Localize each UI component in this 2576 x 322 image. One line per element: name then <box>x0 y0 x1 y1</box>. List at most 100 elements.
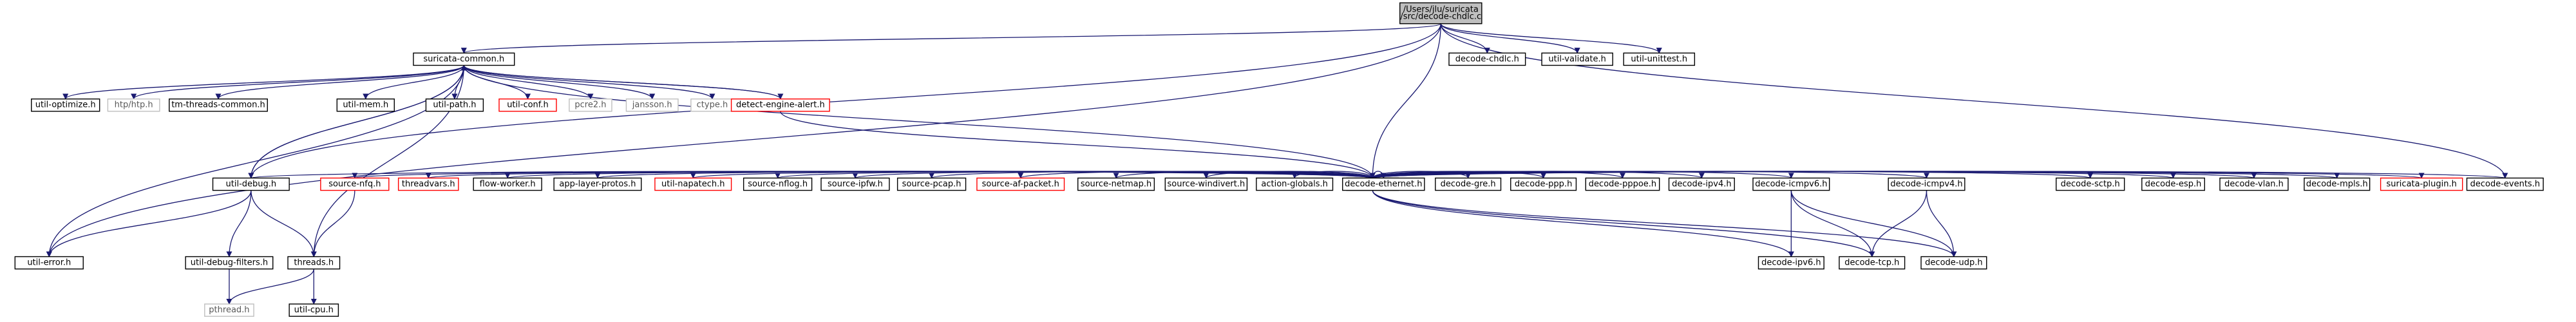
node-label: util-debug-filters.h <box>191 258 268 268</box>
edge-source-nflog-q-to-threads <box>310 190 355 258</box>
node-source-pcap[interactable]: source-pcap.h <box>896 177 967 191</box>
node-source-windivert[interactable]: source-windivert.h <box>1164 177 1248 191</box>
node-label: decode-vlan.h <box>2224 180 2284 189</box>
node-tm-threads-common[interactable]: tm-threads-common.h <box>169 98 268 112</box>
node-label: tm-threads-common.h <box>171 100 265 110</box>
node-box <box>1757 256 1824 270</box>
node-box <box>169 98 268 112</box>
node-decode-esp[interactable]: decode-esp.h <box>2141 177 2206 191</box>
node-decode-tcp[interactable]: decode-tcp.h <box>1839 256 1906 270</box>
node-decode-chdlc-h[interactable]: decode-chdlc.h <box>1448 52 1526 66</box>
node-source-af-packet[interactable]: source-af-packet.h <box>976 177 1065 191</box>
node-source-nflog-q[interactable]: source-nfq.h <box>320 177 390 191</box>
node-label: util-path.h <box>433 100 476 110</box>
node-root[interactable]: /Users/jlu/suricata/src/decode-chdlc.c <box>1399 2 1482 24</box>
node-label: suricata-plugin.h <box>2386 180 2456 189</box>
node-decode-events[interactable]: decode-events.h <box>2466 177 2544 191</box>
node-box <box>730 98 830 112</box>
node-source-nflog[interactable]: source-nflog.h <box>743 177 813 191</box>
node-util-conf[interactable]: util-conf.h <box>498 98 557 112</box>
node-box <box>1668 177 1735 191</box>
node-box <box>1752 177 1830 191</box>
node-util-debug-filters[interactable]: util-debug-filters.h <box>185 256 274 270</box>
node-util-validate[interactable]: util-validate.h <box>1541 52 1613 66</box>
node-label: decode-sctp.h <box>2061 180 2120 189</box>
node-htp: htp/htp.h <box>107 98 160 112</box>
node-box <box>2141 177 2206 191</box>
node-util-debug[interactable]: util-debug.h <box>212 177 290 191</box>
node-label: jansson.h <box>632 100 672 110</box>
node-box <box>14 256 84 270</box>
node-suricata-common[interactable]: suricata-common.h <box>413 52 515 66</box>
node-box <box>896 177 967 191</box>
node-box <box>2380 177 2463 191</box>
edge-detect-engine-alert-to-decode-h <box>780 111 1376 179</box>
node-box <box>287 256 341 270</box>
node-box <box>1510 177 1577 191</box>
node-decode-mpls[interactable]: decode-mpls.h <box>2304 177 2371 191</box>
node-label: ctype.h <box>697 100 728 110</box>
node-flow-worker[interactable]: flow-worker.h <box>473 177 542 191</box>
node-suricata-plugin[interactable]: suricata-plugin.h <box>2380 177 2463 191</box>
node-box <box>2466 177 2544 191</box>
edge-decode-h-to-decode-tcp <box>1372 190 1875 258</box>
node-util-path[interactable]: util-path.h <box>425 98 484 112</box>
node-jansson: jansson.h <box>625 98 679 112</box>
node-box <box>1623 52 1696 66</box>
edge-root-to-util-validate <box>1440 23 1580 54</box>
node-decode-udp[interactable]: decode-udp.h <box>1920 256 1987 270</box>
node-box <box>320 177 390 191</box>
node-threadvars[interactable]: threadvars.h <box>397 177 459 191</box>
edge-util-debug-to-suricata-common <box>251 64 467 178</box>
node-decode-ipv6[interactable]: decode-ipv6.h <box>1757 256 1824 270</box>
node-box <box>185 256 274 270</box>
node-box <box>425 98 484 112</box>
edge-detect-engine-alert-to-suricata-common <box>460 64 781 100</box>
edge-suricata-common-to-htp <box>131 64 464 100</box>
node-label: source-nfq.h <box>328 180 381 189</box>
node-box <box>976 177 1065 191</box>
node-label: util-error.h <box>27 258 71 268</box>
node-decode-ethernet[interactable]: decode-ethernet.h <box>1342 177 1425 191</box>
node-source-netmap[interactable]: source-netmap.h <box>1077 177 1155 191</box>
node-decode-gre[interactable]: decode-gre.h <box>1435 177 1502 191</box>
node-util-cpu[interactable]: util-cpu.h <box>289 303 339 317</box>
node-label: source-ipfw.h <box>828 180 883 189</box>
node-label: pcre2.h <box>574 100 606 110</box>
node-label: decode-events.h <box>2470 180 2540 189</box>
node-util-error[interactable]: util-error.h <box>14 256 84 270</box>
node-threads[interactable]: threads.h <box>287 256 341 270</box>
node-decode-sctp[interactable]: decode-sctp.h <box>2056 177 2125 191</box>
node-decode-ipv4[interactable]: decode-ipv4.h <box>1668 177 1735 191</box>
node-app-layer-protos[interactable]: app-layer-protos.h <box>553 177 642 191</box>
node-decode-icmpv4[interactable]: decode-icmpv4.h <box>1888 177 1965 191</box>
node-util-unittest[interactable]: util-unittest.h <box>1623 52 1696 66</box>
node-source-ipfw[interactable]: source-ipfw.h <box>820 177 890 191</box>
node-box <box>1448 52 1526 66</box>
node-decode-vlan[interactable]: decode-vlan.h <box>2219 177 2289 191</box>
node-label: source-pcap.h <box>902 180 961 189</box>
node-detect-engine-alert[interactable]: detect-engine-alert.h <box>730 98 830 112</box>
node-decode-icmpv6[interactable]: decode-icmpv6.h <box>1752 177 1830 191</box>
node-box <box>289 303 339 317</box>
edge-util-debug-to-util-debug-filters <box>226 190 252 258</box>
node-decode-pppoe[interactable]: decode-pppoe.h <box>1585 177 1660 191</box>
node-util-mem[interactable]: util-mem.h <box>336 98 395 112</box>
edge-suricata-common-to-jansson <box>463 65 656 100</box>
node-box <box>336 98 395 112</box>
node-util-napatech[interactable]: util-napatech.h <box>654 177 732 191</box>
node-action-globals[interactable]: action-globals.h <box>1256 177 1334 191</box>
node-box <box>1164 177 1248 191</box>
node-pcre2: pcre2.h <box>569 98 612 112</box>
edges-layer <box>46 23 2508 305</box>
node-box <box>569 98 612 112</box>
node-decode-ppp[interactable]: decode-ppp.h <box>1510 177 1577 191</box>
node-label: suricata-common.h <box>423 54 504 64</box>
node-util-optimize[interactable]: util-optimize.h <box>31 98 100 112</box>
node-label: decode-pppoe.h <box>1589 180 1656 189</box>
node-box <box>1399 2 1482 24</box>
node-label: util-validate.h <box>1548 54 1605 64</box>
node-label: decode-ethernet.h <box>1345 180 1422 189</box>
node-label: source-af-packet.h <box>982 180 1059 189</box>
